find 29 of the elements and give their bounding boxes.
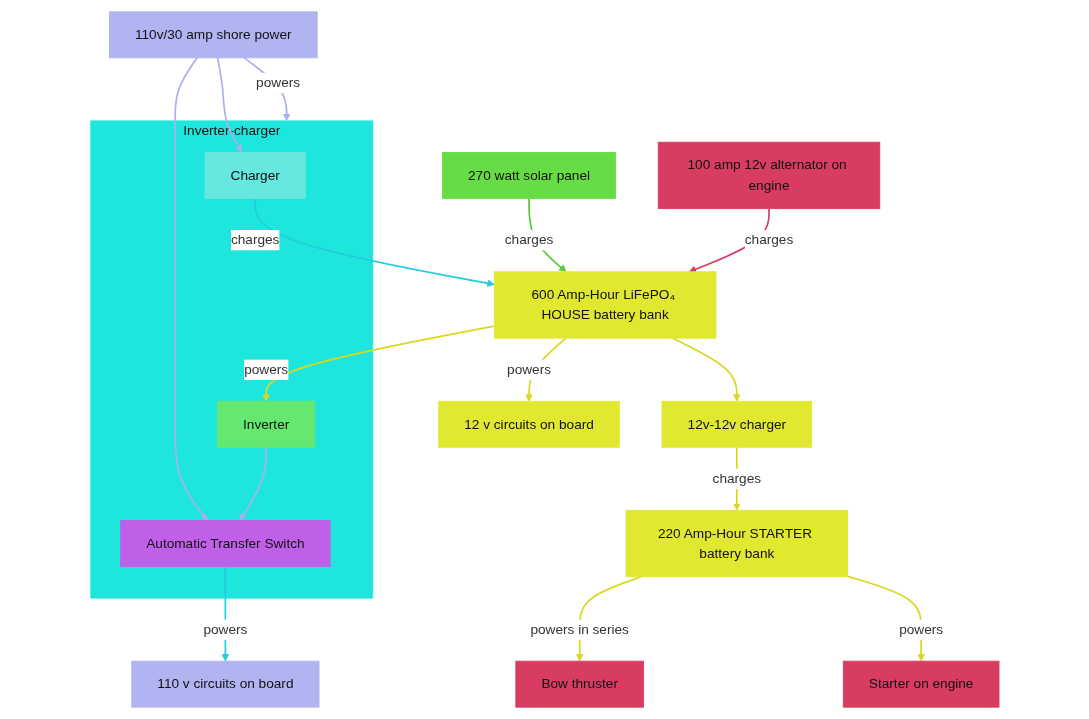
arrow <box>253 197 495 287</box>
node-box: Inverter <box>216 400 315 448</box>
edge-label: charges <box>230 232 279 248</box>
node-box: 100 amp 12v alternator on engine <box>657 141 880 210</box>
edge-label: powers <box>506 362 551 377</box>
arrow <box>239 446 267 521</box>
edge-label: charges <box>712 471 761 486</box>
node-box: Starter on engine <box>842 660 999 708</box>
node-box: 12v-12v charger <box>661 400 812 448</box>
node-box: 270 watt solar panel <box>441 152 616 199</box>
edge-label: powers <box>202 621 247 637</box>
edge-label: powers <box>898 621 943 637</box>
arrow <box>262 325 495 402</box>
arrow <box>216 57 242 153</box>
edge-label: powers <box>255 75 300 90</box>
node-box: 110 v circuits on board <box>130 660 320 708</box>
node-box: 110v/30 amp shore power <box>108 11 318 59</box>
node-box: Bow thruster <box>515 660 644 708</box>
edge-label: charges <box>744 232 793 248</box>
edge-label: charges <box>504 232 553 248</box>
node-box: 12 v circuits on board <box>437 400 620 448</box>
arrow <box>173 57 208 521</box>
node-box: Charger <box>204 152 306 199</box>
node-box: 600 Amp-Hour LiFePO₄ HOUSE battery bank <box>493 271 716 339</box>
edge-label: powers in series <box>529 621 629 637</box>
arrow <box>671 337 741 402</box>
node-box: 220 Amp-Hour STARTER battery bank <box>625 509 848 578</box>
node-box: Automatic Transfer Switch <box>119 520 331 567</box>
edge-label: powers <box>243 362 288 377</box>
